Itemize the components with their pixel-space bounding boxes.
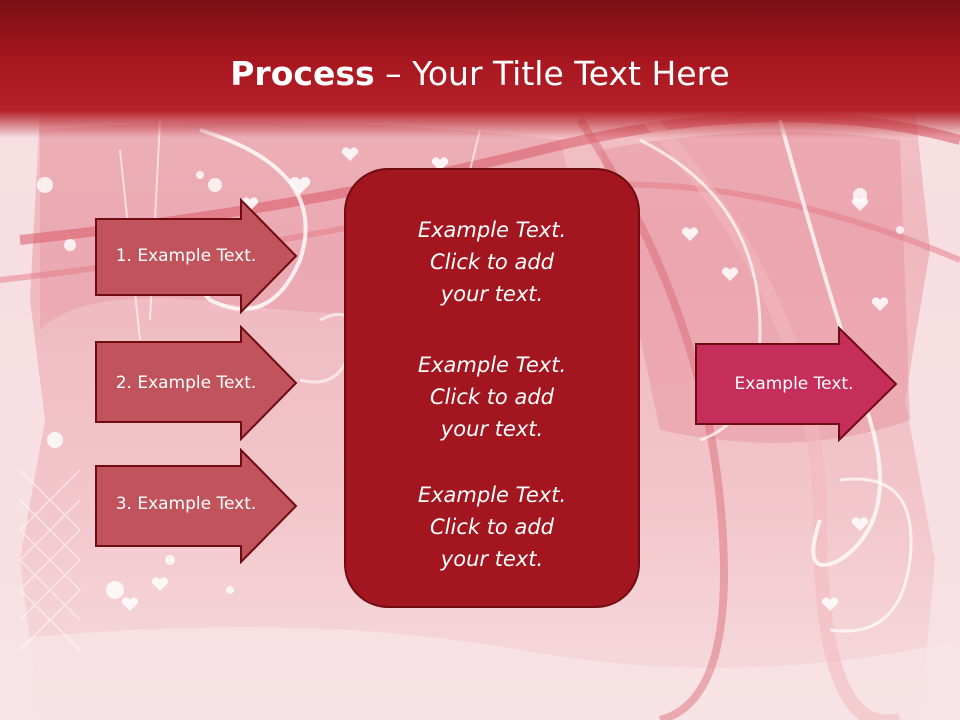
center-text-block-1-line-3: your text. <box>440 282 544 306</box>
step-arrow-1-label: 1. Example Text. <box>115 246 257 266</box>
center-text-block-2-line-2: Click to add <box>429 385 554 409</box>
center-text-block-3-line-1: Example Text. <box>417 483 567 507</box>
center-text-block-2-line-3: your text. <box>440 417 544 441</box>
title-bold-part: Process <box>230 54 375 93</box>
center-text-block-3: Example Text. Click to add your text. <box>346 479 638 575</box>
result-arrow-shape <box>695 326 898 442</box>
step-arrow-1[interactable]: 1. Example Text. <box>94 198 298 314</box>
center-text-block-3-line-2: Click to add <box>429 515 554 539</box>
center-text-block-3-line-3: your text. <box>440 547 544 571</box>
center-text-block-1: Example Text. Click to add your text. <box>346 214 638 310</box>
result-arrow[interactable]: Example Text. <box>694 326 898 442</box>
step-arrow-2-shape <box>95 325 298 441</box>
title-bar <box>0 0 960 138</box>
center-text-block-1-line-2: Click to add <box>429 250 554 274</box>
title-rest: Your Title Text Here <box>412 54 730 93</box>
page-title: Process – Your Title Text Here <box>0 52 960 96</box>
step-arrow-2[interactable]: 2. Example Text. <box>94 325 298 441</box>
step-arrow-2-label: 2. Example Text. <box>115 373 257 393</box>
center-text-block-1-line-1: Example Text. <box>417 218 567 242</box>
center-text-box[interactable]: Example Text. Click to add your text. Ex… <box>344 168 640 608</box>
center-text-block-2-line-1: Example Text. <box>417 353 567 377</box>
step-arrow-3-shape <box>95 448 298 564</box>
step-arrow-3-label: 3. Example Text. <box>115 494 257 514</box>
title-separator: – <box>374 54 413 93</box>
result-arrow-label: Example Text. <box>734 374 854 394</box>
step-arrow-3[interactable]: 3. Example Text. <box>94 448 298 564</box>
step-arrow-1-shape <box>95 198 298 314</box>
center-text-block-2: Example Text. Click to add your text. <box>346 349 638 445</box>
